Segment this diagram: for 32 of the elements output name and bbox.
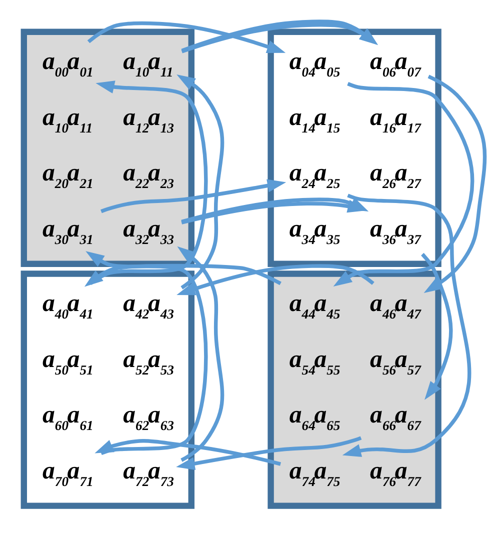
node-text: a$_{12}$a$_{13}$ (122, 104, 174, 136)
node-text: a$_{60}$a$_{61}$ (42, 402, 93, 434)
node-text: a$_{46}$a$_{47}$ (370, 290, 420, 322)
node-text: a$_{76}$a$_{77}$ (370, 457, 420, 489)
node-text: a$_{40}$a$_{41}$ (42, 290, 93, 322)
node-text: a$_{20}$a$_{21}$ (42, 160, 93, 192)
node-text: a$_{54}$a$_{55}$ (288, 346, 340, 378)
node-text: a$_{32}$a$_{33}$ (122, 216, 174, 248)
node-text: a$_{50}$a$_{51}$ (42, 346, 93, 378)
node-text: a$_{10}$a$_{11}$ (42, 104, 92, 136)
node-text: a$_{66}$a$_{67}$ (370, 402, 420, 434)
node-text: a$_{04}$a$_{05}$ (288, 48, 340, 80)
node-text: a$_{36}$a$_{37}$ (370, 216, 420, 248)
node-text: a$_{26}$a$_{27}$ (370, 160, 420, 192)
node-text: a$_{10}$a$_{11}$ (122, 48, 173, 80)
node-text: a$_{62}$a$_{63}$ (122, 402, 174, 434)
node-text: a$_{22}$a$_{23}$ (122, 160, 174, 192)
node-text: a$_{70}$a$_{71}$ (42, 457, 93, 489)
node-text: a$_{56}$a$_{57}$ (370, 346, 420, 378)
node-text: a$_{72}$a$_{73}$ (122, 457, 174, 489)
node-text: a$_{00}$a$_{01}$ (42, 48, 93, 80)
node-text: a$_{44}$a$_{45}$ (288, 290, 340, 322)
node-text: a$_{64}$a$_{65}$ (288, 402, 340, 434)
node-text: a$_{34}$a$_{35}$ (288, 216, 340, 248)
node-text: a$_{24}$a$_{25}$ (288, 160, 340, 192)
node-text: a$_{52}$a$_{53}$ (122, 346, 174, 378)
node-text: a$_{30}$a$_{31}$ (42, 216, 93, 248)
node-text: a$_{06}$a$_{07}$ (370, 48, 420, 80)
node-text: a$_{14}$a$_{15}$ (288, 104, 340, 136)
node-text: a$_{74}$a$_{75}$ (288, 457, 340, 489)
node-text: a$_{16}$a$_{17}$ (370, 104, 420, 136)
node-text: a$_{42}$a$_{43}$ (122, 290, 174, 322)
